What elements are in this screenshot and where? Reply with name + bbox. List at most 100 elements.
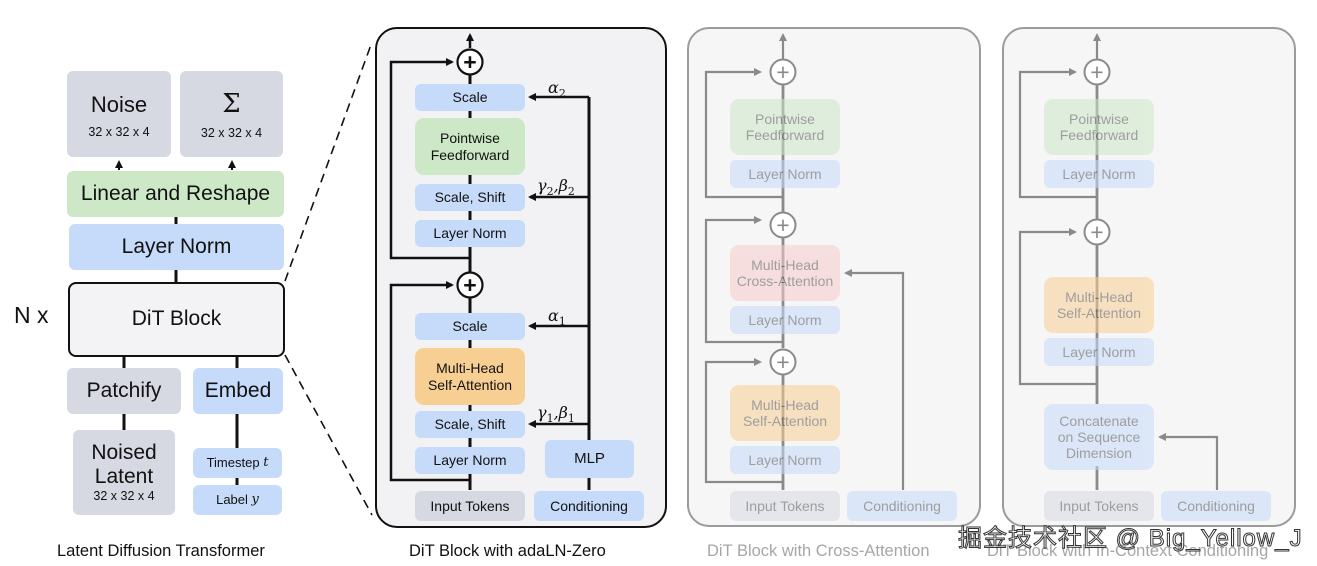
- alpha2-base: α: [548, 78, 559, 97]
- sigma-label: Σ: [222, 88, 241, 119]
- ic-concat-line3: Dimension: [1065, 445, 1133, 462]
- ic-concat-line2: on Sequence: [1057, 428, 1141, 445]
- zoom-dashed-lines: [284, 41, 373, 516]
- ic-conditioning-label: Conditioning: [1177, 497, 1255, 514]
- ic-pointwise-ff-line2: Feedforward: [1059, 127, 1139, 143]
- adaln-scale-shift-top: Scale, Shift: [415, 184, 525, 211]
- alpha1-label: α1: [548, 306, 566, 328]
- ic-input-tokens: Input Tokens: [1044, 491, 1154, 521]
- ic-layer-norm-2: Layer Norm: [1044, 338, 1154, 366]
- left-caption: Latent Diffusion Transformer: [57, 542, 265, 560]
- ca-mhca-line2: Cross-Attention: [736, 273, 834, 289]
- ca-layer-norm-1: Layer Norm: [730, 160, 840, 188]
- linear-reshape-label: Linear and Reshape: [80, 181, 271, 205]
- ca-mhca: Multi-Head Cross-Attention: [730, 245, 840, 301]
- adaln-caption: DiT Block with adaLN-Zero: [409, 542, 606, 560]
- ca-input-tokens-label: Input Tokens: [745, 497, 825, 514]
- ca-mhsa-line1: Multi-Head: [751, 396, 819, 413]
- adaln-mlp: MLP: [545, 440, 634, 478]
- adaln-layer-norm-bottom: Layer Norm: [415, 447, 525, 474]
- ic-layer-norm-1-label: Layer Norm: [1062, 165, 1136, 182]
- ic-pointwise-ff: Pointwise Feedforward: [1044, 99, 1154, 155]
- alpha1-sub: 1: [558, 315, 566, 329]
- noised-latent-box: Noised Latent 32 x 32 x 4: [73, 430, 175, 515]
- ca-pointwise-ff-line2: Feedforward: [745, 127, 825, 143]
- timestep-label: Timestep: [206, 454, 260, 470]
- beta1-sub: 1: [567, 412, 575, 426]
- ic-concat: Concatenate on Sequence Dimension: [1044, 404, 1154, 470]
- adaln-pointwise-ff-line1: Pointwise: [440, 130, 500, 147]
- ca-pointwise-ff-line1: Pointwise: [755, 110, 815, 127]
- adaln-conditioning: Conditioning: [534, 491, 644, 521]
- adaln-layer-norm-top: Layer Norm: [415, 220, 525, 247]
- embed-box: Embed: [193, 368, 283, 414]
- embed-label: Embed: [204, 378, 272, 402]
- adaln-mlp-label: MLP: [574, 450, 605, 468]
- gamma2-beta2-label: γ2,β2: [537, 176, 575, 199]
- ca-layer-norm-2: Layer Norm: [730, 306, 840, 334]
- class-label-box: Label y: [193, 485, 282, 515]
- dit-block-label: DiT Block: [131, 307, 222, 331]
- linear-reshape-box: Linear and Reshape: [67, 171, 284, 217]
- ic-input-tokens-label: Input Tokens: [1059, 497, 1139, 514]
- adaln-layer-norm-bottom-label: Layer Norm: [433, 452, 507, 469]
- adaln-scale-shift-bottom-label: Scale, Shift: [434, 416, 506, 433]
- patchify-box: Patchify: [67, 368, 181, 414]
- class-label-label: Label: [216, 491, 248, 507]
- beta2-sub: 2: [567, 185, 575, 199]
- noise-dims: 32 x 32 x 4: [88, 125, 150, 140]
- ca-mhsa-line2: Self-Attention: [742, 413, 828, 429]
- adaln-scale-shift-top-label: Scale, Shift: [434, 189, 506, 206]
- ca-pointwise-ff: Pointwise Feedforward: [730, 99, 840, 155]
- ic-pointwise-ff-line1: Pointwise: [1069, 110, 1129, 127]
- final-layer-norm-box: Layer Norm: [69, 224, 284, 270]
- beta1-base: β: [558, 403, 568, 422]
- noised-latent-line2: Latent: [94, 465, 154, 489]
- ic-plus-2: +: [1090, 219, 1104, 245]
- class-label-symbol: y: [251, 491, 259, 507]
- adaln-scale-bottom: Scale: [415, 313, 525, 340]
- ic-mhsa-line2: Self-Attention: [1056, 305, 1142, 321]
- ic-mhsa: Multi-Head Self-Attention: [1044, 277, 1154, 333]
- patchify-label: Patchify: [86, 378, 162, 402]
- ca-conditioning: Conditioning: [847, 491, 957, 521]
- adaln-plus-top: +: [463, 49, 477, 75]
- ic-plus-1: +: [1090, 59, 1104, 85]
- adaln-plus-bottom: +: [463, 272, 477, 298]
- noised-latent-line1: Noised: [91, 441, 157, 465]
- ic-layer-norm-1: Layer Norm: [1044, 160, 1154, 188]
- alpha2-sub: 2: [558, 87, 566, 101]
- final-layer-norm-label: Layer Norm: [121, 234, 232, 258]
- ca-mhca-line1: Multi-Head: [751, 256, 819, 273]
- cross-attention-caption: DiT Block with Cross-Attention: [707, 542, 930, 560]
- dit-block-box[interactable]: DiT Block: [68, 282, 285, 357]
- adaln-layer-norm-top-label: Layer Norm: [433, 225, 507, 242]
- dashed-line-bottom: [284, 354, 373, 516]
- adaln-conditioning-label: Conditioning: [550, 497, 628, 514]
- beta2-base: β: [558, 176, 568, 195]
- timestep-box: Timestep t: [193, 448, 282, 478]
- in-context-caption: DiT Block with In-Context Conditioning: [987, 542, 1269, 560]
- adaln-scale-bottom-label: Scale: [452, 318, 488, 335]
- dashed-line-top: [284, 41, 373, 282]
- ca-conditioning-label: Conditioning: [863, 497, 941, 514]
- gamma1-base: γ: [537, 403, 547, 422]
- sigma-output-box: Σ 32 x 32 x 4: [180, 71, 283, 157]
- ic-conditioning: Conditioning: [1161, 491, 1271, 521]
- alpha2-label: α2: [548, 78, 566, 100]
- ic-layer-norm-2-label: Layer Norm: [1062, 343, 1136, 360]
- gamma1-sub: 1: [546, 412, 554, 426]
- repeat-n-label: N x: [14, 302, 49, 328]
- ic-mhsa-line1: Multi-Head: [1065, 288, 1133, 305]
- ca-layer-norm-3-label: Layer Norm: [748, 451, 822, 468]
- ca-plus-1: +: [776, 59, 790, 85]
- ca-plus-3: +: [776, 349, 790, 375]
- ic-concat-line1: Concatenate: [1059, 412, 1139, 429]
- gamma1-beta1-label: γ1,β1: [537, 403, 575, 426]
- noise-output-box: Noise 32 x 32 x 4: [67, 71, 171, 157]
- adaln-input-tokens: Input Tokens: [415, 491, 525, 521]
- ca-layer-norm-2-label: Layer Norm: [748, 311, 822, 328]
- adaln-mhsa-line1: Multi-Head: [436, 360, 504, 377]
- ca-input-tokens: Input Tokens: [730, 491, 840, 521]
- alpha1-base: α: [548, 306, 559, 325]
